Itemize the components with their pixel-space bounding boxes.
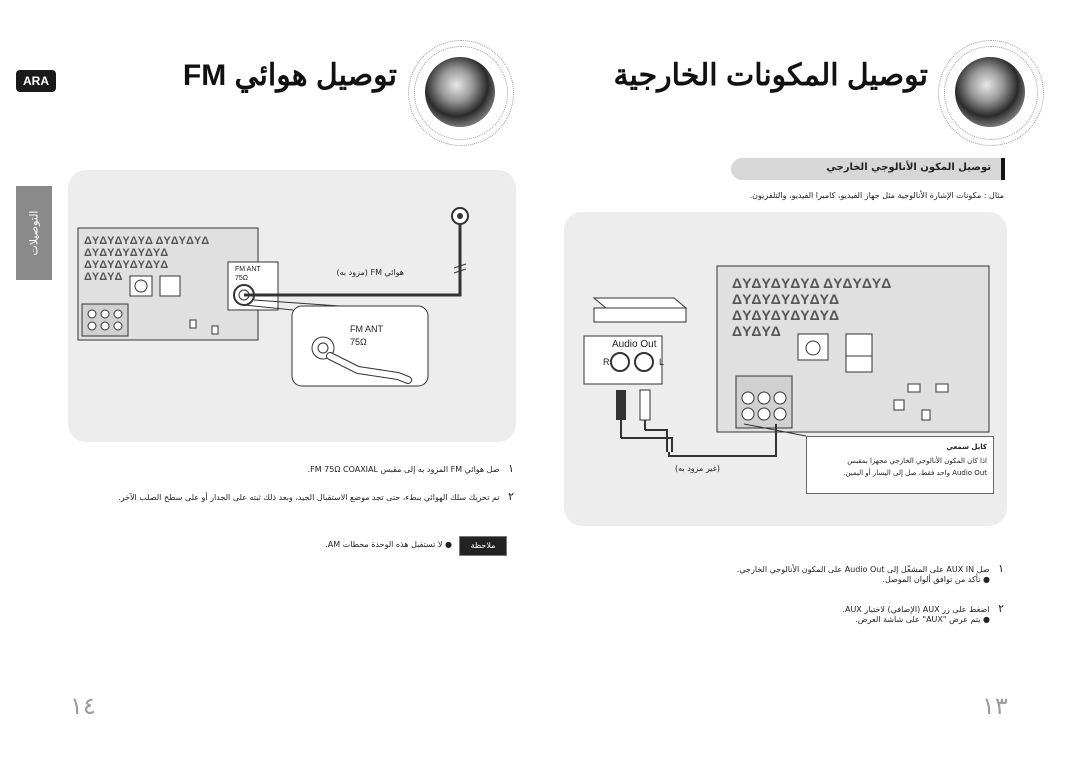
svg-text:ΔYΔYΔYΔYΔYΔ: ΔYΔYΔYΔYΔYΔ	[84, 259, 168, 271]
right-step-2-text: اضغط على زر AUX (الإضافي) لاختيار AUX.	[842, 605, 990, 614]
note-text: ● لا تستقبل هذه الوحدة محطات AM.	[325, 540, 452, 549]
section-side-tab: التوصيلات	[16, 186, 52, 280]
antenna-caption: هوائي FM (مزود به)	[336, 268, 405, 277]
svg-text:ΔYΔYΔYΔYΔ ΔYΔYΔYΔ: ΔYΔYΔYΔYΔ ΔYΔYΔYΔ	[84, 235, 209, 247]
left-step-2-num: ٢	[508, 490, 514, 503]
right-step-2: ٢ اضغط على زر AUX (الإضافي) لاختيار AUX.	[842, 602, 1004, 615]
svg-text:ΔYΔYΔYΔYΔYΔ: ΔYΔYΔYΔYΔYΔ	[84, 247, 168, 259]
fm-ant-panel-ohm: 75Ω	[235, 275, 249, 282]
callout-line-2: Audio Out واحد فقط، صل إلى اليسار أو الي…	[843, 469, 987, 477]
external-component-diagram: ΔYΔYΔYΔYΔ ΔYΔYΔYΔ ΔYΔYΔYΔYΔYΔ ΔYΔYΔYΔYΔY…	[583, 265, 990, 457]
callout-line-1: اذا كان المكون الأنالوجي الخارجي مجهزا ب…	[847, 457, 987, 465]
svg-text:ΔYΔYΔYΔYΔYΔ: ΔYΔYΔYΔYΔYΔ	[732, 307, 839, 323]
fm-antenna-diagram: ΔYΔYΔYΔYΔ ΔYΔYΔYΔ ΔYΔYΔYΔYΔYΔ ΔYΔYΔYΔYΔY…	[77, 207, 469, 387]
audio-out-r-label: R	[603, 357, 610, 367]
left-step-1-text: صل هوائي FM المزود به إلى مقبس FM 75Ω CO…	[307, 465, 500, 474]
audio-out-l-label: L	[659, 357, 665, 367]
section-subtitle: مثال : مكونات الإشارة الأنالوجية مثل جها…	[749, 191, 1004, 200]
audio-cable-callout: كابل سمعي اذا كان المكون الأنالوجي الخار…	[806, 436, 994, 494]
page-number-right: ١٣	[982, 692, 1008, 720]
right-step-1-text: صل AUX IN على المشغّل إلى Audio Out على …	[736, 565, 990, 574]
page-title-left: توصيل هوائي FM	[182, 59, 397, 92]
audio-out-label: Audio Out	[612, 339, 657, 350]
left-step-2-text: تم تحريك سلك الهوائي ببطء، حتى تجد موضع …	[118, 493, 500, 502]
svg-text:ΔYΔYΔ: ΔYΔYΔ	[84, 271, 122, 283]
svg-text:ΔYΔYΔ: ΔYΔYΔ	[732, 323, 781, 339]
fm-ant-panel-label: FM ANT	[235, 266, 261, 273]
svg-text:ΔYΔYΔYΔYΔ ΔYΔYΔYΔ: ΔYΔYΔYΔYΔ ΔYΔYΔYΔ	[732, 275, 891, 291]
note-label: ملاحظة	[459, 536, 507, 556]
left-step-2: ٢ تم تحريك سلك الهوائي ببطء، حتى تجد موض…	[118, 490, 514, 503]
left-step-1-num: ١	[508, 462, 514, 475]
svg-text:ΔYΔYΔYΔYΔYΔ: ΔYΔYΔYΔYΔYΔ	[732, 291, 839, 307]
left-step-1: ١ صل هوائي FM المزود به إلى مقبس FM 75Ω …	[308, 462, 514, 475]
right-step-1: ١ صل AUX IN على المشغّل إلى Audio Out عل…	[737, 562, 1004, 575]
callout-title: كابل سمعي	[946, 443, 987, 451]
fm-ant-zoom-label: FM ANT	[350, 324, 383, 334]
cable-caption: (غير مزود به)	[675, 464, 720, 473]
right-step-1-num: ١	[998, 562, 1004, 575]
right-step-1-sub: ● تأكد من توافق ألوان الموصل.	[882, 575, 990, 584]
page-title-right: توصيل المكونات الخارجية	[613, 59, 928, 92]
language-badge: ARA	[16, 70, 56, 92]
fm-ant-zoom-ohm: 75Ω	[350, 337, 367, 347]
section-header-text: توصيل المكون الأنالوجي الخارجي	[826, 162, 991, 173]
right-step-2-num: ٢	[998, 602, 1004, 615]
page-number-left: ١٤	[70, 692, 96, 720]
section-header: توصيل المكون الأنالوجي الخارجي	[731, 158, 1005, 180]
right-step-2-sub: ● يتم عرض "AUX" على شاشة العرض.	[855, 615, 990, 624]
side-tab-label: التوصيلات	[27, 210, 41, 256]
